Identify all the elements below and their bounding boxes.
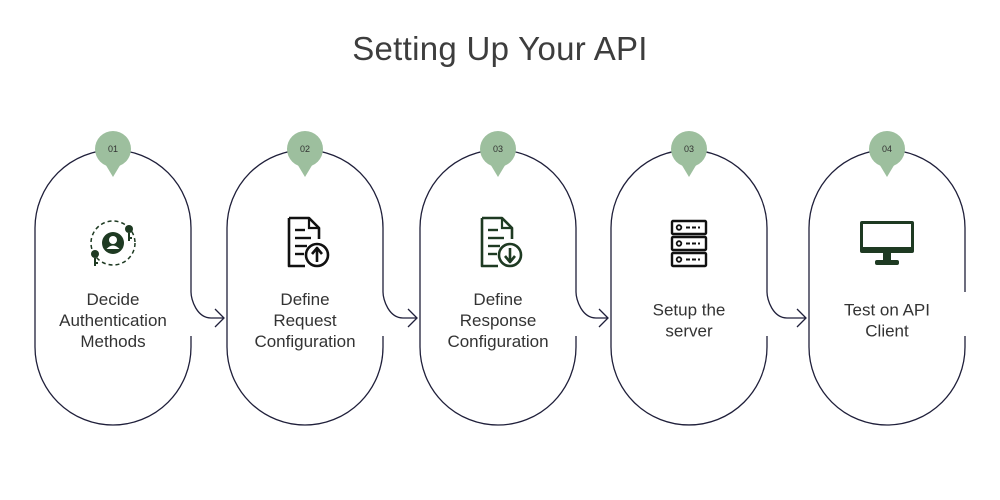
- step-label-line: Configuration: [254, 332, 355, 351]
- step-label-line: Client: [865, 322, 909, 341]
- step-number: 02: [300, 144, 310, 154]
- step-badge: [671, 131, 707, 167]
- server-icon: [670, 219, 708, 268]
- step-label-line: server: [665, 322, 713, 341]
- arrow-head: [407, 308, 418, 328]
- step-outline: [808, 149, 966, 426]
- step-outline: [34, 149, 192, 426]
- user-authentication-icon: [90, 220, 136, 267]
- connector-arrow: [190, 291, 223, 319]
- arrow-head: [598, 308, 609, 328]
- step-label-line: Define: [280, 290, 329, 309]
- arrow-head: [796, 308, 807, 328]
- connector-arrow: [575, 291, 607, 319]
- step-label-line: Request: [273, 311, 337, 330]
- step-number: 04: [882, 144, 892, 154]
- step-badge: [95, 131, 131, 167]
- step-label-line: Decide: [87, 290, 140, 309]
- step-outline: [610, 149, 768, 426]
- step-badge: [287, 131, 323, 167]
- monitor-icon: [860, 221, 914, 265]
- document-download-icon: [480, 216, 523, 268]
- step-outline: [419, 149, 577, 426]
- page-title: Setting Up Your API: [352, 30, 648, 67]
- connector-arrow: [766, 291, 805, 319]
- arrow-head: [214, 308, 225, 328]
- step-label-line: Authentication: [59, 311, 167, 330]
- step-badge: [480, 131, 516, 167]
- step-label-line: Configuration: [447, 332, 548, 351]
- step-badge: [869, 131, 905, 167]
- step-number: 01: [108, 144, 118, 154]
- step-label-line: Test on API: [844, 301, 930, 320]
- step-number: 03: [684, 144, 694, 154]
- step-outline: [226, 149, 384, 426]
- step-label-line: Setup the: [653, 301, 726, 320]
- step-label-line: Methods: [80, 332, 145, 351]
- connector-arrow: [382, 291, 416, 319]
- step-label-line: Define: [473, 290, 522, 309]
- document-upload-icon: [287, 216, 330, 268]
- step-label-line: Response: [460, 311, 537, 330]
- step-number: 03: [493, 144, 503, 154]
